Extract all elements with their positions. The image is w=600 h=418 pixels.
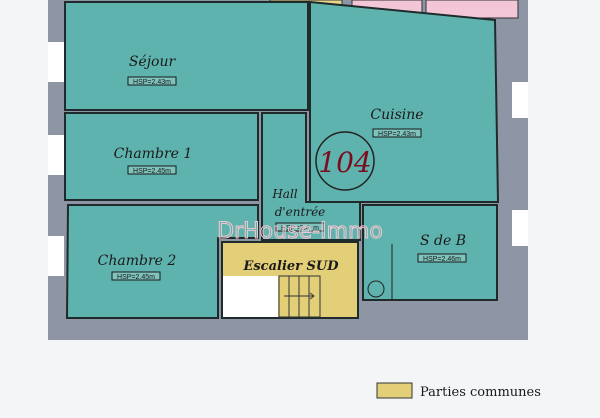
legend-swatch <box>376 382 413 399</box>
watermark: DrHouse-Immo <box>217 219 383 244</box>
window <box>512 210 528 246</box>
room-chambre-1 <box>64 112 259 201</box>
window <box>48 135 64 175</box>
shower-icon <box>367 280 385 298</box>
label-hall-1: Hall <box>271 187 297 201</box>
room-sejour <box>64 1 309 111</box>
hsp-sejour: HSP=2.43m <box>133 79 171 86</box>
room-chambre-2 <box>65 204 259 319</box>
hsp-hall: HSP=2.4_m <box>281 225 319 232</box>
hsp-chambre-1: HSP=2.45m <box>133 168 171 175</box>
hsp-cuisine: HSP=2.43m <box>378 131 416 138</box>
label-chambre-1: Chambre 1 <box>114 146 193 162</box>
hsp-chambre-2: HSP=2.45m <box>117 274 155 281</box>
room-cuisine <box>309 0 500 203</box>
unit-number: 104 <box>318 146 371 179</box>
legend-label: Parties communes <box>420 385 541 400</box>
label-cuisine: Cuisine <box>370 107 423 123</box>
label-escalier: Escalier SUD <box>242 259 339 274</box>
hsp-sdb: HSP=2.46m <box>423 256 461 263</box>
room-sdb <box>362 204 498 301</box>
unit-number-circle <box>315 131 375 191</box>
room-hall <box>261 112 361 241</box>
label-sejour: Séjour <box>129 54 177 70</box>
stair-void <box>223 276 278 317</box>
label-chambre-2: Chambre 2 <box>98 253 177 269</box>
label-sdb: S de B <box>420 233 466 249</box>
label-hall-2: d'entrée <box>275 205 326 219</box>
window <box>512 82 528 118</box>
window <box>48 42 64 82</box>
stairs-icon <box>278 275 321 318</box>
window <box>48 236 64 276</box>
